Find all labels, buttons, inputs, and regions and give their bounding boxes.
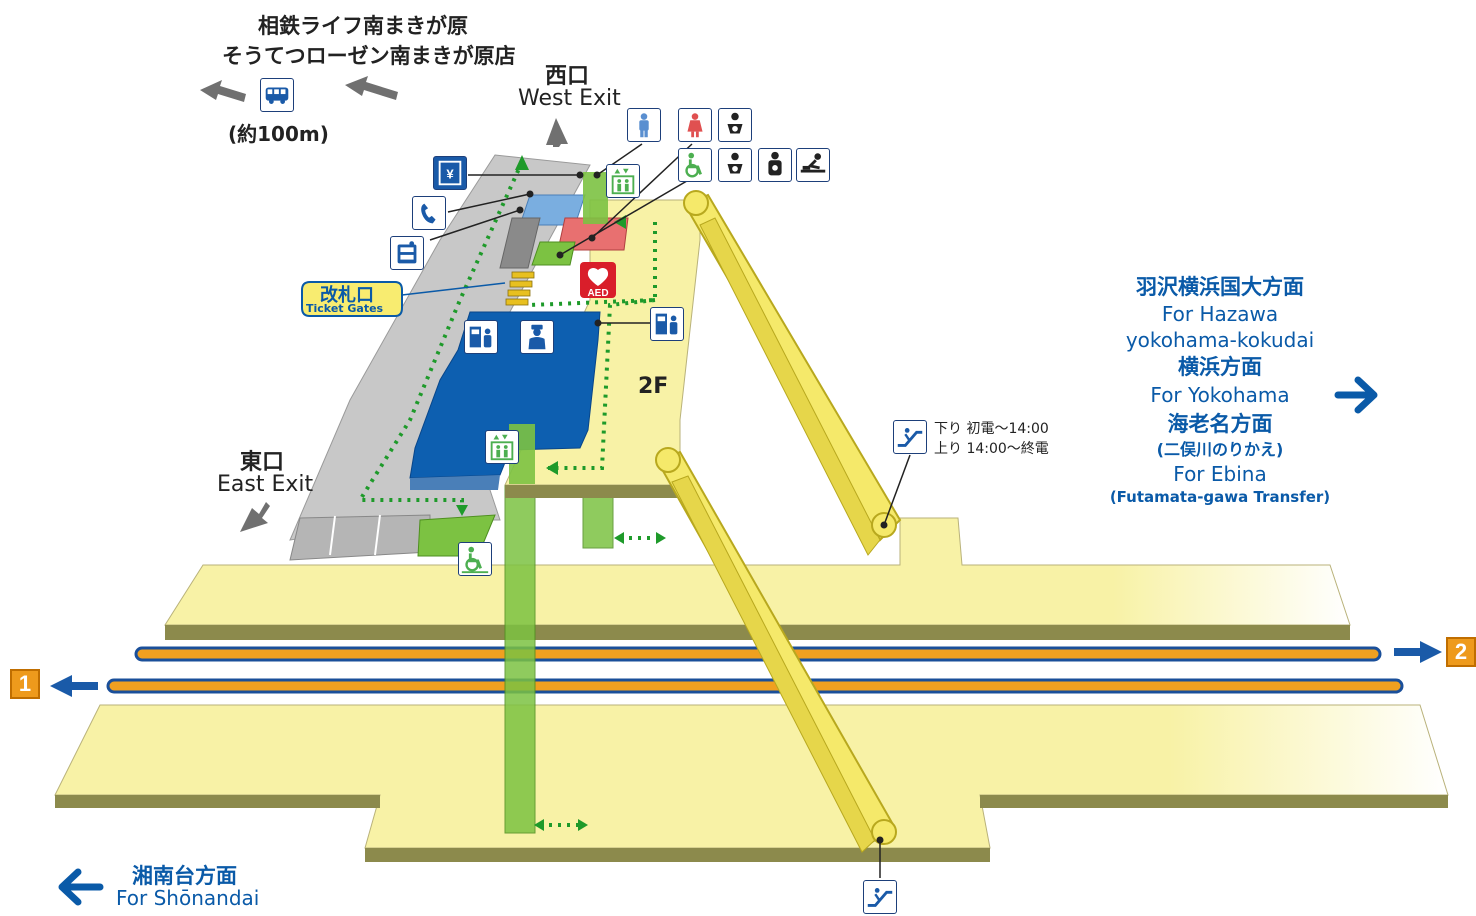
- atm-icon: ¥: [433, 156, 467, 190]
- escalator-icon: [893, 420, 927, 454]
- baby-icon: [718, 108, 752, 142]
- restroom-men-icon: [627, 108, 661, 142]
- west-exit-ja: 西口: [545, 64, 590, 89]
- ticket-machine-icon: [464, 320, 498, 354]
- accessible-toilet-icon: [678, 148, 712, 182]
- escalator-upper: [683, 190, 902, 556]
- shop-distance: (約100m): [228, 122, 329, 146]
- west-exit-en: West Exit: [518, 86, 621, 111]
- shop-name-line1: 相鉄ライフ南まきが原: [258, 14, 468, 38]
- accessible-routes: [356, 161, 660, 827]
- ticket-gate-machines: [505, 271, 535, 306]
- hazawa-en-2: yokohama-kokudai: [1125, 328, 1315, 352]
- restroom-women-icon: [678, 108, 712, 142]
- direction-chevrons: [58, 376, 1378, 906]
- ebina-ja: 海老名方面: [1167, 412, 1273, 436]
- elevator-icon: [485, 430, 519, 464]
- shonandai-ja: 湘南台方面: [132, 864, 237, 888]
- aed-icon: AED: [580, 262, 616, 299]
- yokohama-ja: 横浜方面: [1178, 355, 1262, 379]
- shonandai-en: For Shōnandai: [116, 886, 260, 910]
- leader-dots: [516, 171, 888, 844]
- diaper-change-icon: [796, 148, 830, 182]
- ebina-transfer-en: (Futamata-gawa Transfer): [1109, 488, 1331, 506]
- hazawa-en-1: For Hazawa: [1161, 302, 1279, 326]
- platform-1-badge: 1: [10, 669, 40, 699]
- ticket-machine-icon: [650, 307, 684, 341]
- wheelchair-icon: [458, 542, 492, 576]
- platform-lower: [54, 704, 1449, 862]
- ticket-gates-ja: 改札口: [320, 285, 374, 306]
- directions-right: 羽沢横浜国大方面 For Hazawa yokohama-kokudai 横浜方…: [1100, 274, 1340, 507]
- gray-arrows: [200, 76, 568, 532]
- east-exit-en: East Exit: [217, 472, 314, 497]
- track-direction-arrows: [50, 641, 1442, 697]
- svg-text:AED: AED: [587, 288, 608, 299]
- svg-text:¥: ¥: [446, 167, 454, 182]
- tracks: [106, 646, 1404, 694]
- yokohama-en: For Yokohama: [1150, 383, 1290, 407]
- east-exit-ja: 東口: [240, 450, 285, 475]
- elevator-icon: [606, 164, 640, 198]
- ticket-gates-en: Ticket Gates: [306, 302, 384, 315]
- escalator-lower: [655, 447, 897, 853]
- baby-icon: [718, 148, 752, 182]
- ticket-gates-callout: [301, 281, 506, 317]
- ebina-transfer-ja: (二俣川のりかえ): [1156, 440, 1284, 459]
- escalator-icon: [863, 880, 897, 914]
- platform-2-badge: 2: [1446, 637, 1476, 667]
- hazawa-ja: 羽沢横浜国大方面: [1136, 275, 1304, 299]
- station-staff-icon: [520, 320, 554, 354]
- phone-icon: [412, 196, 446, 230]
- shop-name-line2: そうてつローゼン南まきが原店: [222, 44, 516, 68]
- leader-lines: [429, 143, 911, 878]
- bus-icon: [260, 78, 294, 112]
- escalator-schedule-up: 上り 14:00〜終電: [934, 441, 1049, 457]
- ostomate-icon: [758, 148, 792, 182]
- floor-label: 2F: [638, 374, 669, 399]
- coin-locker-icon: [390, 236, 424, 270]
- escalator-schedule-down: 下り 初電〜14:00: [934, 421, 1049, 437]
- ebina-en: For Ebina: [1173, 462, 1267, 486]
